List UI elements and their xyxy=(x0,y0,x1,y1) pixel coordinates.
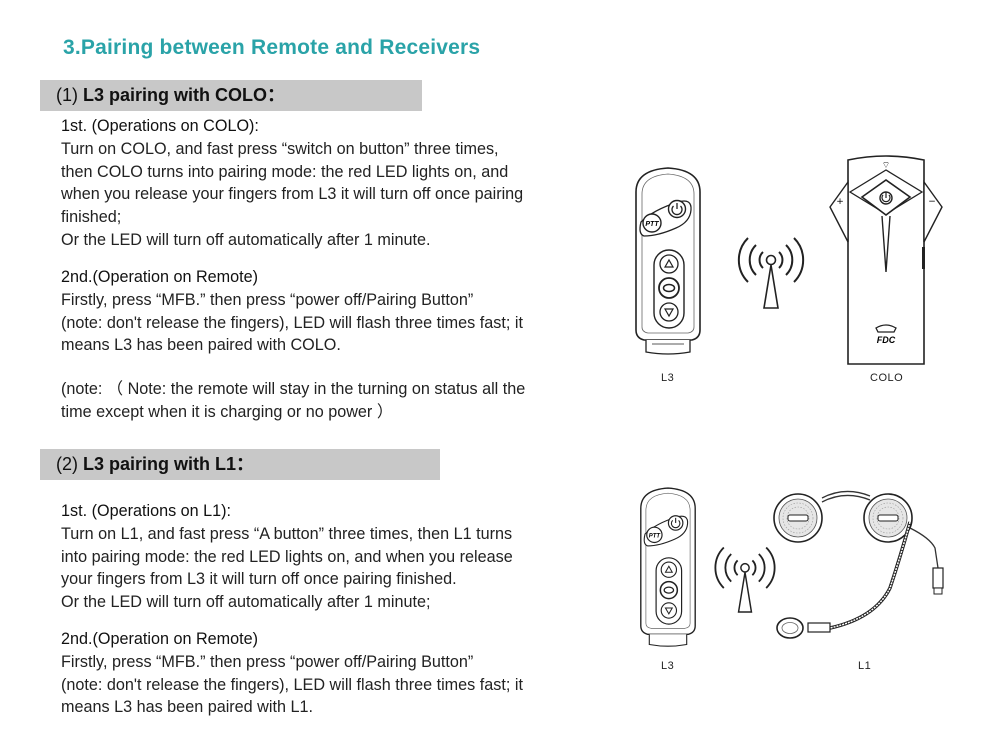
section-heading: L3 pairing with L1： xyxy=(83,454,255,474)
step-title: 1st. (Operations on L1): xyxy=(61,502,232,520)
section1-step2: 2nd.(Operation on Remote) Firstly, press… xyxy=(61,266,613,357)
section1-note: (note: （ Note: the remote will stay in t… xyxy=(61,378,613,424)
page-title: 3.Pairing between Remote and Receivers xyxy=(63,36,481,59)
section2-step2: 2nd.(Operation on Remote) Firstly, press… xyxy=(61,628,613,719)
figure-label-l3: L3 xyxy=(661,372,675,384)
text-line: (note: don't release the fingers), LED w… xyxy=(61,313,523,332)
ptt-button-label: PTT xyxy=(645,221,659,228)
svg-text:+: + xyxy=(836,197,844,207)
figure-label-l3-2: L3 xyxy=(661,660,675,672)
l3-remote-illustration-2: PTT xyxy=(640,487,696,647)
section-header-2: (2) L3 pairing with L1： xyxy=(40,449,440,480)
l3-remote-illustration: PTT xyxy=(635,167,701,355)
text-line: Firstly, press “MFB.” then press “power … xyxy=(61,652,474,671)
text-line: into pairing mode: the red LED lights on… xyxy=(61,547,513,566)
section1-step1: 1st. (Operations on COLO): Turn on COLO,… xyxy=(61,115,613,252)
text-line: then COLO turns into pairing mode: the r… xyxy=(61,162,509,181)
fdc-brand-label: FDC xyxy=(877,335,896,345)
wireless-signal-icon-2 xyxy=(714,546,776,613)
text-line: means L3 has been paired with L1. xyxy=(61,698,313,717)
text-line: your fingers from L3 it will turn off on… xyxy=(61,570,457,589)
text-line: Firstly, press “MFB.” then press “power … xyxy=(61,290,474,309)
svg-text:−: − xyxy=(928,197,936,207)
figure-label-l1: L1 xyxy=(858,660,872,672)
section-number: (2) xyxy=(56,454,78,474)
text-line: (note: don't release the fingers), LED w… xyxy=(61,675,523,694)
step-title: 1st. (Operations on COLO): xyxy=(61,117,259,135)
note-line: (note: （ Note: the remote will stay in t… xyxy=(61,380,526,398)
svg-text:⌔: ⌔ xyxy=(882,161,890,171)
step-title: 2nd.(Operation on Remote) xyxy=(61,630,259,648)
figure-label-colo: COLO xyxy=(870,372,904,384)
text-line: Or the LED will turn off automatically a… xyxy=(61,593,431,612)
note-line: time except when it is charging or no po… xyxy=(61,402,394,421)
text-line: when you release your fingers from L3 it… xyxy=(61,185,524,204)
l1-headset-illustration xyxy=(773,490,944,639)
section-number: (1) xyxy=(56,85,78,105)
section-heading: L3 pairing with COLO： xyxy=(83,85,286,105)
text-line: finished; xyxy=(61,208,122,227)
text-line: Turn on L1, and fast press “A button” th… xyxy=(61,524,513,543)
colo-receiver-illustration: ⌔ + − FDC xyxy=(829,155,943,365)
text-line: means L3 has been paired with COLO. xyxy=(61,336,341,355)
text-line: Or the LED will turn off automatically a… xyxy=(61,230,431,249)
section-header-1: (1) L3 pairing with COLO： xyxy=(40,80,422,111)
text-line: Turn on COLO, and fast press “switch on … xyxy=(61,139,499,158)
wireless-signal-icon xyxy=(737,237,805,309)
section2-step1: 1st. (Operations on L1): Turn on L1, and… xyxy=(61,500,613,614)
ptt-button-label: PTT xyxy=(649,533,662,539)
step-title: 2nd.(Operation on Remote) xyxy=(61,268,259,286)
